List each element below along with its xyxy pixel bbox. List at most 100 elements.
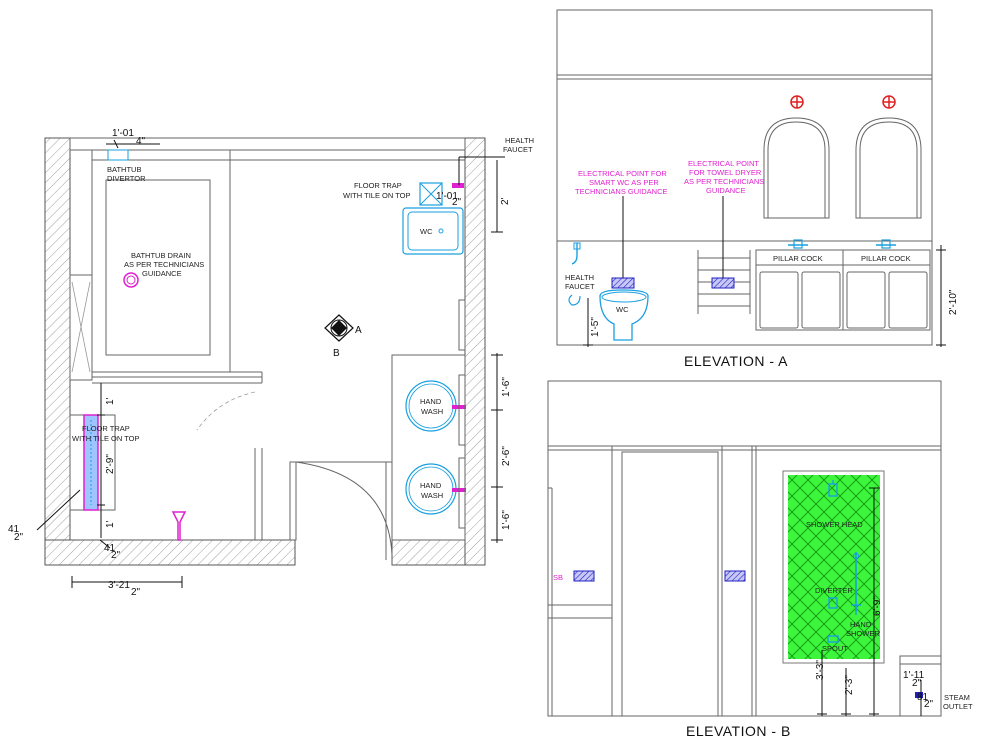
light-point-2-icon bbox=[882, 95, 896, 109]
elevation-b-title: ELEVATION - B bbox=[686, 723, 791, 739]
steam-outlet-label: STEAM bbox=[944, 693, 970, 702]
floor-plan bbox=[36, 137, 505, 588]
towel-dryer-icon bbox=[697, 250, 751, 314]
pillar-cock-2-label: PILLAR COCK bbox=[861, 254, 911, 263]
elev-b-door bbox=[621, 451, 719, 717]
elec-wc-label-2: SMART WC AS PER bbox=[589, 178, 659, 187]
bottom-fixture-icon bbox=[171, 511, 187, 541]
section-marker bbox=[324, 314, 354, 342]
dim-left-41-a: 41 bbox=[8, 524, 20, 535]
plan-wall-bottom bbox=[44, 539, 296, 566]
dim-top-width: 1'-01 bbox=[112, 128, 134, 139]
floor-trap-left-label: FLOOR TRAP bbox=[82, 424, 130, 433]
hand-wash-2-label: HAND bbox=[420, 481, 442, 490]
elec-towel-point-icon bbox=[711, 277, 735, 289]
plan-wall-right bbox=[464, 137, 486, 566]
bathtub-drain-label-2: AS PER TECHNICIANS bbox=[124, 260, 204, 269]
plan-wc-icon bbox=[402, 207, 464, 255]
elev-b-dim-steam-a-sup: 2" bbox=[912, 678, 922, 689]
light-point-1-icon bbox=[790, 95, 804, 109]
hand-shower-label-2: SHOWER bbox=[846, 629, 880, 638]
bathtub-drain-icon bbox=[123, 272, 139, 288]
hand-wash-1-label-2: WASH bbox=[421, 407, 443, 416]
elevation-b bbox=[547, 380, 942, 717]
elec-towel-label-3: AS PER TECHNICIANS bbox=[684, 177, 764, 186]
plan-wc-label: WC bbox=[420, 227, 433, 236]
elev-b-dim-2-3: 2'-3" bbox=[844, 675, 855, 695]
elevation-a bbox=[556, 9, 946, 347]
floor-trap-left-icon bbox=[83, 414, 99, 511]
pillar-cock-1-label: PILLAR COCK bbox=[773, 254, 823, 263]
elec-towel-label: ELECTRICAL POINT bbox=[688, 159, 759, 168]
hand-wash-2-label-2: WASH bbox=[421, 491, 443, 500]
shower-head-label: SHOWER HEAD bbox=[806, 520, 863, 529]
bathtub-inner bbox=[105, 179, 211, 356]
floor-trap-top-label-2: WITH TILE ON TOP bbox=[343, 191, 411, 200]
shower-tile-panel bbox=[782, 470, 885, 664]
elev-a-health-faucet-label: HEALTH bbox=[565, 273, 594, 282]
bathtub-divertor-label-2: DIVERTOR bbox=[107, 174, 146, 183]
sb-point-icon bbox=[573, 570, 595, 582]
elev-b-dim-steam-b: 81 bbox=[917, 692, 929, 703]
elev-b-elec-point-icon bbox=[724, 570, 746, 582]
steam-outlet-label-2: OUTLET bbox=[943, 702, 973, 711]
dim-trap-sup: 2" bbox=[452, 197, 462, 208]
elev-a-health-faucet-icon bbox=[568, 242, 581, 306]
dim-right-1-6-b: 1'-6" bbox=[501, 510, 512, 530]
dim-left-1-b: 1' bbox=[105, 520, 116, 528]
steam-outlet-icon bbox=[915, 692, 923, 698]
elev-b-dim-6-9: 6'-9" bbox=[872, 596, 883, 616]
elev-a-wc-label: WC bbox=[616, 305, 629, 314]
bathtub-divertor-icon bbox=[107, 149, 129, 161]
elec-wc-label: ELECTRICAL POINT FOR bbox=[578, 169, 667, 178]
marker-a-label: A bbox=[355, 325, 362, 336]
spout-label: SPOUT bbox=[822, 644, 848, 653]
dim-left-41-a-sup: 2" bbox=[14, 532, 24, 543]
hand-wash-1-icon bbox=[405, 380, 457, 432]
floor-plan-labels: 1'-01 4" BATHTUB DIVERTOR BATHTUB DRAIN … bbox=[8, 128, 534, 598]
bathtub-divertor-label: BATHTUB bbox=[107, 165, 141, 174]
dim-right-1-6-a: 1'-6" bbox=[501, 377, 512, 397]
bathtub-drain-label-3: GUIDANCE bbox=[142, 269, 182, 278]
plan-wall-left bbox=[44, 137, 71, 541]
dim-bottom-width: 3'-21 bbox=[108, 580, 130, 591]
floor-trap-top-label: FLOOR TRAP bbox=[354, 181, 402, 190]
elec-wc-point-icon bbox=[611, 277, 635, 289]
pillar-cock-1-icon bbox=[788, 239, 808, 249]
pillar-cock-2-icon bbox=[876, 239, 896, 249]
mirror-arch-1 bbox=[763, 117, 830, 219]
bathtub-drain-label: BATHTUB DRAIN bbox=[131, 251, 191, 260]
hand-shower-label: HAND bbox=[850, 620, 872, 629]
elev-a-health-faucet-label-2: FAUCET bbox=[565, 282, 595, 291]
hand-shower-icon bbox=[851, 552, 861, 615]
plan-health-faucet-icon bbox=[452, 183, 464, 188]
dim-top-width-sup: 4" bbox=[136, 136, 146, 147]
elev-b-dim-steam-a: 1'-11 bbox=[903, 670, 925, 681]
dim-bottom-width-sup: 2" bbox=[131, 587, 141, 598]
elev-a-dim-1-5: 1'-5" bbox=[590, 317, 601, 337]
diverter-label: DIVERTER bbox=[815, 586, 853, 595]
dim-left-41-b-sup: 2" bbox=[111, 550, 121, 561]
plan-floor-trap-top-icon bbox=[419, 182, 443, 206]
elec-wc-label-3: TECHNICIANS GUIDANCE bbox=[575, 187, 668, 196]
spout-icon bbox=[827, 635, 839, 643]
elev-a-wc-icon bbox=[599, 289, 649, 341]
mirror-arch-2 bbox=[855, 117, 922, 219]
shower-head-icon bbox=[828, 480, 838, 497]
elev-b-dim-3-3: 3'-3" bbox=[815, 660, 826, 680]
marker-b-label: B bbox=[333, 348, 340, 359]
diverter-icon bbox=[828, 597, 838, 609]
sb-label: SB bbox=[553, 573, 563, 582]
elev-b-dim-steam-b-sup: 2" bbox=[924, 699, 934, 710]
hand-wash-1-label: HAND bbox=[420, 397, 442, 406]
dim-right-2-6: 2'-6" bbox=[501, 446, 512, 466]
dim-left-2-9: 2'-9" bbox=[105, 454, 116, 474]
dim-left-1-a: 1' bbox=[105, 397, 116, 405]
elec-towel-label-4: GUIDANCE bbox=[706, 186, 746, 195]
elevation-b-labels: SB SHOWER HEAD DIVERTER HAND SHOWER SPOU… bbox=[553, 520, 973, 739]
elevation-a-title: ELEVATION - A bbox=[684, 353, 788, 369]
floor-trap-left-label-2: WITH TILE ON TOP bbox=[72, 434, 140, 443]
dim-left-41-b: 41 bbox=[104, 543, 116, 554]
dim-right-2: 2' bbox=[500, 197, 511, 205]
